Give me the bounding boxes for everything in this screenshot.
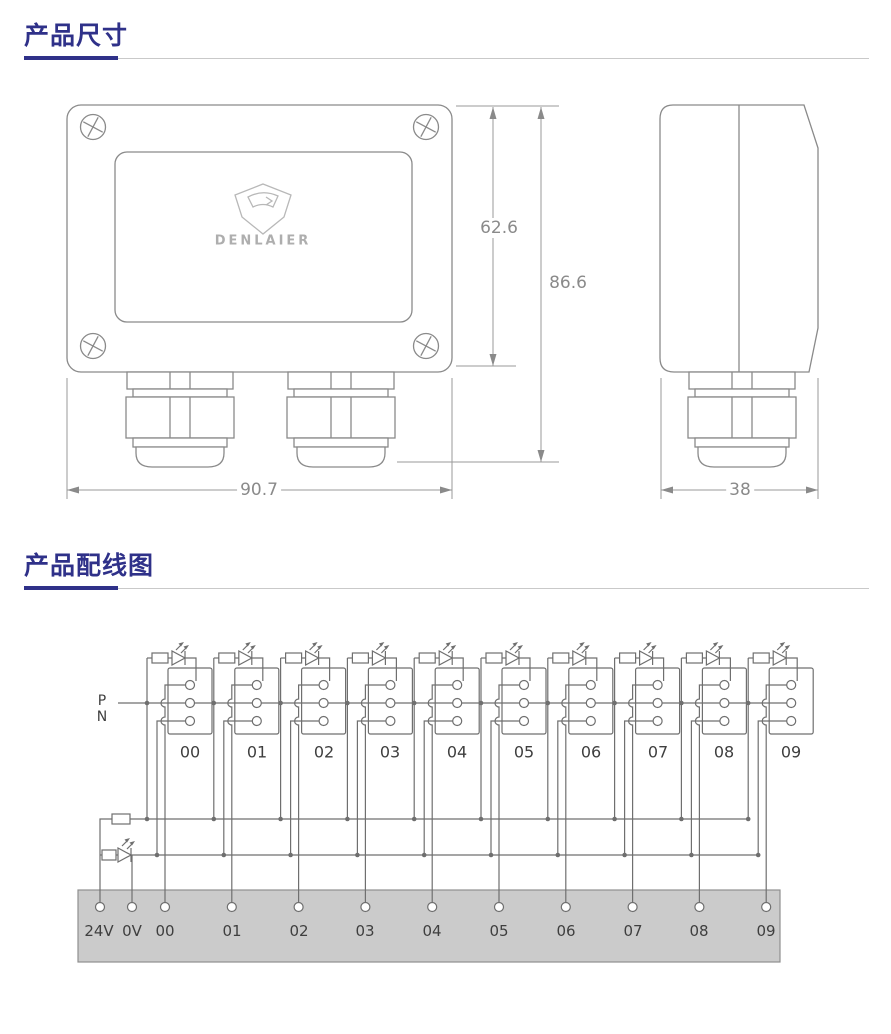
- terminal-label: 0V: [122, 922, 142, 940]
- terminal-label: 07: [623, 922, 643, 940]
- section-divider: [24, 56, 869, 60]
- dim-label-front-width: 90.7: [237, 480, 281, 500]
- terminal-label: 03: [355, 922, 375, 940]
- wire-label-n: N: [96, 709, 108, 725]
- dimension-arrows: [67, 107, 818, 494]
- dim-label-side-depth: 38: [726, 480, 754, 500]
- screw-icon: [412, 113, 440, 141]
- dim-label-lid-height: 62.6: [477, 218, 521, 238]
- terminal-label: 08: [689, 922, 709, 940]
- cable-gland: [286, 371, 396, 468]
- terminal-label: 05: [489, 922, 509, 940]
- unit-label: 04: [446, 742, 468, 762]
- unit-label: 09: [780, 742, 802, 762]
- unit-label: 08: [713, 742, 735, 762]
- brand-logo-icon: [234, 183, 292, 235]
- cable-gland: [125, 371, 235, 468]
- unit-label: 03: [379, 742, 401, 762]
- unit-label: 06: [580, 742, 602, 762]
- terminal-label: 02: [289, 922, 309, 940]
- front-view-drawing: [66, 104, 453, 468]
- terminal-points: [94, 901, 772, 913]
- sensor-units: [144, 641, 814, 903]
- terminal-label: 01: [222, 922, 242, 940]
- section-title-dimensions: 产品尺寸: [24, 21, 129, 50]
- section-divider: [24, 586, 869, 590]
- unit-label: 07: [647, 742, 669, 762]
- unit-label: 02: [313, 742, 335, 762]
- section-title-wiring: 产品配线图: [24, 551, 155, 580]
- screw-icon: [79, 113, 107, 141]
- terminal-label: 00: [155, 922, 175, 940]
- terminal-label: 24V: [84, 922, 114, 940]
- terminal-label: 06: [556, 922, 576, 940]
- wire-label-p: P: [97, 693, 107, 709]
- terminal-strip: [77, 889, 781, 963]
- screw-icon: [412, 332, 440, 360]
- cable-gland: [687, 371, 797, 468]
- unit-label: 00: [179, 742, 201, 762]
- wiring-diagram: [77, 641, 814, 963]
- unit-label: 01: [246, 742, 268, 762]
- side-view-drawing: [659, 104, 819, 468]
- terminal-label: 04: [422, 922, 442, 940]
- brand-logo-text: DENLAIER: [214, 233, 312, 249]
- unit-label: 05: [513, 742, 535, 762]
- dim-label-total-height: 86.6: [546, 273, 590, 293]
- terminal-label: 09: [756, 922, 776, 940]
- screw-icon: [79, 332, 107, 360]
